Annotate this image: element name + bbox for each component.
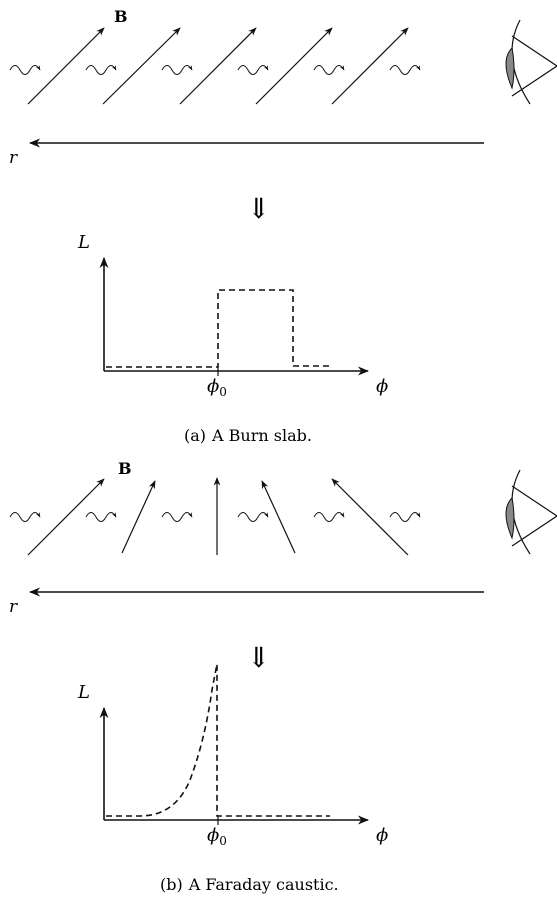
caption-text-a: A Burn slab. [211, 426, 312, 445]
caption-tag-a: (a) [184, 426, 206, 445]
field-arrow-4 [255, 27, 333, 105]
tick-sub-a: 0 [219, 385, 227, 399]
field-arrow-5 [331, 27, 409, 105]
photon-wave-3 [161, 65, 193, 75]
tick-label-a: ϕ0 [207, 376, 227, 399]
x-axis-label-a: ϕ [376, 376, 388, 397]
tick-sub-b: 0 [219, 834, 227, 848]
implies-arrow-b: ⇓ [247, 641, 270, 674]
x-axis-label-b: ϕ [376, 825, 388, 846]
photons-b [9, 512, 421, 522]
r-axis-label-b: r [9, 597, 18, 617]
photon-wave-2 [85, 65, 117, 75]
photons-a [9, 65, 421, 75]
field-arrow-b-4 [261, 480, 296, 554]
field-arrow-b-5 [331, 478, 409, 556]
burn-slab-curve [106, 289, 330, 368]
tick-phi-a: ϕ [207, 376, 219, 397]
field-arrow-b-1 [27, 478, 105, 556]
photon-wave-5 [313, 65, 345, 75]
r-axis-label-a: r [9, 148, 18, 168]
photon-wave-4 [237, 65, 269, 75]
photon-wave-1 [9, 65, 41, 75]
faraday-caustic-curve [106, 663, 330, 817]
field-arrow-1 [27, 27, 105, 105]
photon-wave-b-6 [389, 512, 421, 522]
photon-wave-b-4 [237, 512, 269, 522]
field-arrow-b-2 [121, 480, 156, 554]
photon-wave-b-3 [161, 512, 193, 522]
panel-a: B r ⇓ L ϕ ϕ0 (a)A B [9, 7, 557, 445]
field-arrow-3 [179, 27, 257, 105]
y-axis-label-b: L [77, 682, 90, 703]
photon-wave-b-2 [85, 512, 117, 522]
field-arrows-a [27, 27, 409, 105]
tick-phi-b: ϕ [207, 825, 219, 846]
panel-b: B r ⇓ L ϕ ϕ0 (b)A Faraday caustic. [9, 459, 557, 894]
field-label-b-b: B [118, 459, 132, 478]
photon-wave-b-5 [313, 512, 345, 522]
caption-b: (b) A Faraday caustic. [160, 875, 339, 894]
implies-arrow-a: ⇓ [247, 192, 270, 225]
field-label-b-a: B [114, 7, 128, 26]
caption-text-b: A Faraday caustic. [188, 875, 339, 894]
observer-eye-icon [505, 19, 557, 105]
observer-eye-icon-b [505, 469, 557, 555]
photon-wave-b-1 [9, 512, 41, 522]
caption-tag-b: (b) [160, 875, 183, 894]
field-arrow-2 [102, 27, 181, 105]
y-axis-label-a: L [77, 232, 90, 253]
photon-wave-6 [389, 65, 421, 75]
field-arrows-b [27, 477, 409, 556]
caption-a: (a) A Burn slab. [184, 426, 312, 445]
tick-label-b: ϕ0 [207, 825, 227, 848]
